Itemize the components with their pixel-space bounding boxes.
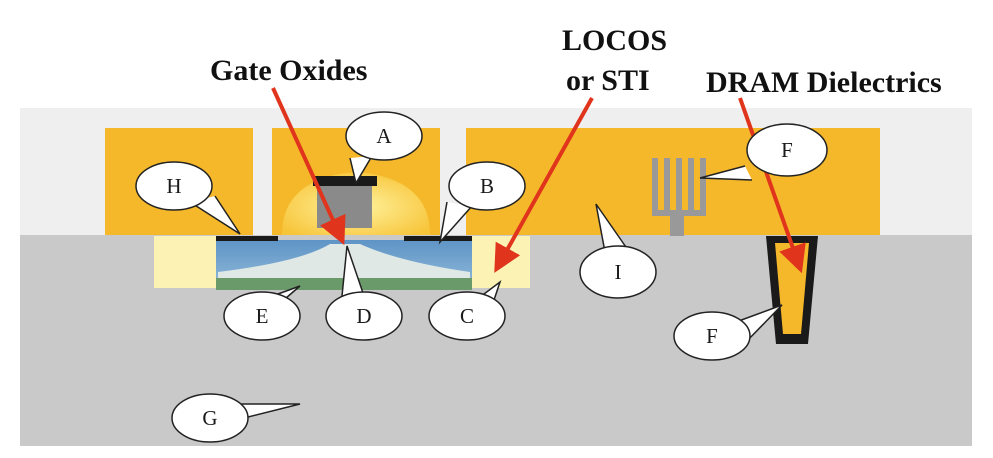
callout-e: E — [223, 285, 301, 341]
callout-e-letter: E — [256, 304, 269, 328]
callout-c: C — [428, 279, 506, 341]
callout-f-bottom-letter: F — [706, 324, 718, 348]
locos-label-line1: LOCOS — [562, 24, 667, 57]
callout-d-letter: D — [356, 304, 371, 328]
callout-b-letter: B — [480, 174, 494, 198]
gate-oxides-arrow — [271, 87, 346, 246]
callout-f-top-letter: F — [781, 138, 793, 162]
dram-arrow — [738, 97, 806, 274]
callout-h-letter: H — [166, 174, 181, 198]
callout-g: G — [171, 393, 301, 443]
comb-capacitor — [652, 158, 706, 236]
callout-i-letter: I — [615, 260, 622, 284]
channel-oxide-wedge — [218, 244, 470, 280]
callout-f-top: F — [699, 123, 828, 181]
isolation-left — [154, 236, 218, 288]
callout-d: D — [325, 245, 403, 341]
callout-i: I — [579, 203, 657, 299]
callout-g-letter: G — [202, 406, 217, 430]
gate-oxide-left — [216, 236, 278, 241]
callout-a-letter: A — [376, 124, 392, 148]
gate-oxides-label: Gate Oxides — [210, 54, 368, 87]
gate-cap — [313, 176, 377, 186]
callout-b: B — [438, 161, 526, 245]
dram-dielectrics-label: DRAM Dielectrics — [706, 66, 942, 99]
locos-arrow — [494, 97, 594, 273]
callout-c-letter: C — [460, 304, 474, 328]
callout-h: H — [135, 161, 241, 235]
gate-oxide-right — [404, 236, 472, 241]
locos-label-line2: or STI — [566, 64, 650, 97]
callout-f-bottom: F — [673, 304, 783, 361]
callout-a: A — [345, 111, 423, 185]
